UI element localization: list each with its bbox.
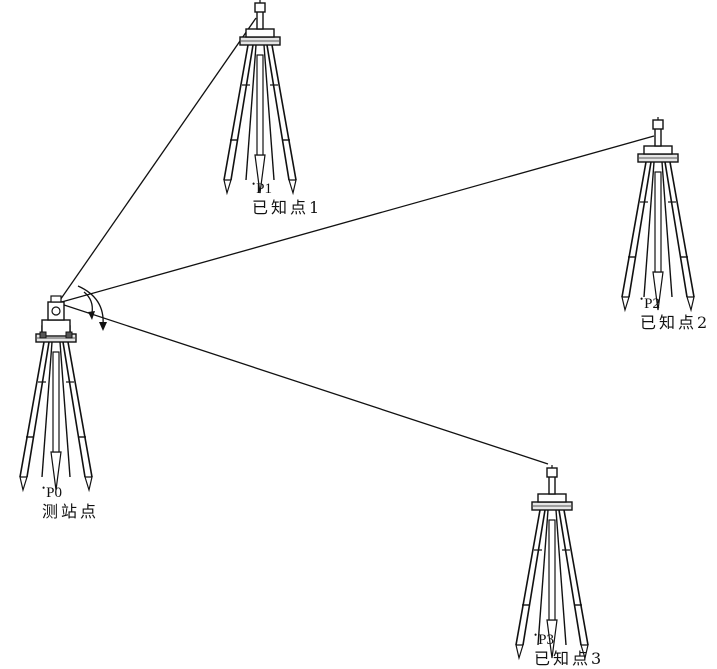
angle-arc-inner [83, 291, 93, 314]
tripod-p2 [621, 116, 695, 311]
tripod-p1 [223, 0, 297, 194]
label-p1: P1 已知点1 [252, 180, 322, 217]
point-desc-p1: 已知点1 [252, 198, 323, 217]
label-p0: P0 测站点 [42, 484, 99, 521]
label-p2: P2 已知点2 [640, 295, 710, 332]
sight-line-p1 [57, 17, 257, 304]
point-desc-p0: 测站点 [42, 502, 100, 521]
angle-arrow-inner [88, 311, 95, 320]
angle-arc-outer [77, 285, 104, 326]
point-id-p1: P1 [252, 180, 322, 199]
sight-line-p3 [57, 302, 549, 465]
point-id-p2: P2 [640, 295, 710, 314]
tripod-p0 [19, 295, 93, 491]
point-desc-p3: 已知点3 [534, 649, 605, 668]
angle-arrow-outer [99, 322, 107, 331]
point-id-p0: P0 [42, 484, 99, 503]
tripod-p3 [515, 464, 589, 659]
point-id-p3: P3 [534, 631, 604, 650]
label-p3: P3 已知点3 [534, 631, 604, 668]
point-desc-p2: 已知点2 [640, 313, 711, 332]
sight-line-p2 [57, 135, 655, 304]
